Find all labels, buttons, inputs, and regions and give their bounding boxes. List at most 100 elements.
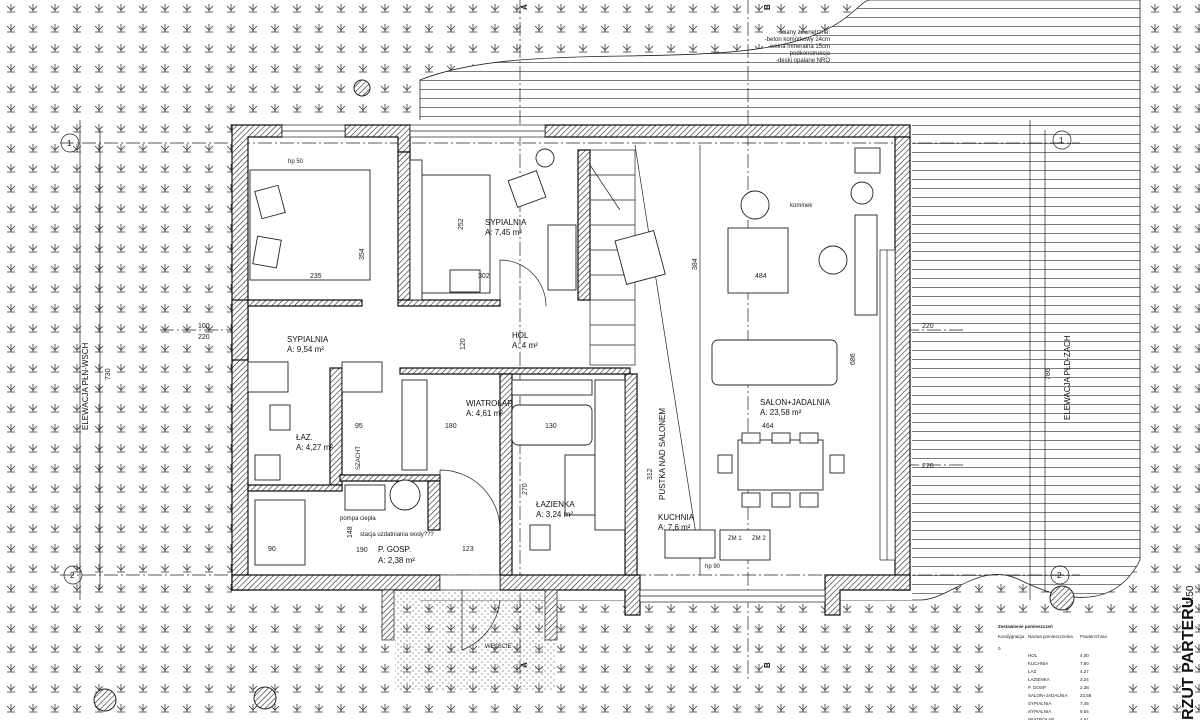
hp-label: hp 50 <box>288 159 304 165</box>
dimension: 90 <box>268 546 276 553</box>
axis-2-marker: 2 <box>70 571 75 580</box>
room-name: SALON+JADALNIA <box>760 398 831 407</box>
dimension: 120 <box>460 338 467 350</box>
table-cell-room: WIATROŁAP <box>1028 717 1054 720</box>
dimension: 464 <box>762 423 774 430</box>
room-name: WIATROŁAP <box>466 399 513 408</box>
dimension: 252 <box>458 218 465 230</box>
room-name: P. GOSP. <box>378 545 411 554</box>
room-area: A: 23,58 m² <box>760 408 802 417</box>
section-markers: A A B B 1 1 2 2 ELEWACJA PŁN-WSCH ELEWAC… <box>60 4 1072 668</box>
dimension: 148 <box>347 526 354 538</box>
room-area: A: 2,38 m² <box>378 556 415 565</box>
dimension: 100 <box>198 323 210 330</box>
dimension: 95 <box>355 423 363 430</box>
dimension: 180 <box>445 423 457 430</box>
table-header: Powierzchnia <box>1080 634 1107 639</box>
room-area: A: 4,61 m² <box>466 409 503 418</box>
table-cell-area: 2,38 <box>1080 685 1089 690</box>
table-cell-room: ŁAZ <box>1028 669 1037 674</box>
axis-1-marker: 1 <box>67 139 72 148</box>
shaft-label: SZACHT <box>356 446 362 470</box>
heat-pump <box>344 484 386 511</box>
wardrobe <box>547 224 577 291</box>
axis-1-marker: 1 <box>1059 136 1064 145</box>
table-cell-room: SYPIALNIA <box>1028 709 1051 714</box>
toilet <box>529 524 551 551</box>
note-line: ściany zewnętrzne: <box>779 30 830 36</box>
table-cell-area: 4,00 <box>1080 653 1089 658</box>
table-cell-area: 9,54 <box>1080 709 1089 714</box>
dimension: 384 <box>692 258 699 270</box>
dimension: 130 <box>545 423 557 430</box>
table-level: 0 <box>998 646 1001 651</box>
section-a-marker: A <box>520 4 529 10</box>
dimension: 220 <box>922 463 934 470</box>
dimension: 270 <box>522 483 529 495</box>
note-line: -wełna mineralna 15cm <box>768 44 830 50</box>
water-tank <box>389 479 421 511</box>
dimension: 123 <box>462 546 474 553</box>
stove <box>854 147 881 174</box>
room-name: ŁAZ. <box>296 433 313 442</box>
room-name: SYPIALNIA <box>287 335 329 344</box>
hp-label: hp 90 <box>705 564 721 570</box>
doors <box>439 259 547 651</box>
wardrobe <box>341 361 383 393</box>
dimension: 302 <box>478 273 490 280</box>
kitchen-counter <box>594 379 626 531</box>
entry-label: WEJŚCIE <box>485 642 512 650</box>
room-name: KUCHNIA <box>658 513 695 522</box>
table-cell-room: SALON+JADALNIA <box>1028 693 1067 698</box>
toilet <box>269 404 291 431</box>
drawing-scale: 1:50 <box>1185 585 1196 605</box>
fireplace-icon <box>850 181 874 205</box>
wardrobe <box>409 159 423 301</box>
wardrobe <box>247 361 289 393</box>
coffee-table <box>727 227 789 294</box>
shower <box>254 499 306 566</box>
fireplace-label: kominek <box>790 203 813 209</box>
table-cell-area: 4,61 <box>1080 717 1089 720</box>
washbasin <box>254 454 281 481</box>
dimension: 312 <box>647 468 654 480</box>
table-cell-area: 23,58 <box>1080 693 1092 698</box>
zm2-label: ZM 2 <box>752 536 766 542</box>
wardrobe <box>401 379 428 471</box>
table-cell-room: ŁAZIENKA <box>1028 677 1050 682</box>
room-name: ŁAZIENKA <box>536 500 575 509</box>
room-area: A: 3,24 m² <box>536 510 573 519</box>
room-labels: SYPIALNIA A: 7,45 m² SYPIALNIA A: 9,54 m… <box>287 159 831 650</box>
elevation-label-left: ELEWACJA PŁN-WSCH <box>81 343 90 430</box>
table-header: Nazwa pomieszczenia <box>1028 634 1073 639</box>
room-schedule-table: Zestawienie pomieszczeń Kondygnacja Nazw… <box>990 618 1120 720</box>
note-line: podkonstrukcja <box>790 51 831 57</box>
dining-table <box>737 439 824 491</box>
dimension: 484 <box>755 273 767 280</box>
fridge <box>719 529 771 561</box>
room-area: A: 4,27 m² <box>296 443 333 452</box>
zm1-label: ZM 1 <box>728 536 742 542</box>
table-cell-area: 4,27 <box>1080 669 1089 674</box>
room-area: A: 7,45 m² <box>485 228 522 237</box>
entry-path <box>395 590 555 690</box>
dimension: 190 <box>356 547 368 554</box>
room-area: A: 9,54 m² <box>287 345 324 354</box>
dimension: 220 <box>198 334 210 341</box>
interior-walls <box>247 149 638 576</box>
table-header: Kondygnacja <box>998 634 1025 639</box>
windows <box>281 124 896 641</box>
bathtub <box>511 404 593 446</box>
dimension: 786 <box>1045 368 1052 380</box>
note-line: -deski opalane NRO <box>776 58 830 64</box>
room-name: HOL <box>512 331 529 340</box>
table-title: Zestawienie pomieszczeń <box>998 624 1053 629</box>
sofa <box>711 339 838 386</box>
lamp-icon <box>535 148 555 168</box>
table-cell-area: 7,60 <box>1080 661 1089 666</box>
note-line: -beton komórkowy 24cm <box>765 37 830 43</box>
dimension: 354 <box>359 248 366 260</box>
trees <box>93 79 1075 712</box>
dimension: 235 <box>310 273 322 280</box>
room-area: A: 7,6 m² <box>658 523 691 532</box>
